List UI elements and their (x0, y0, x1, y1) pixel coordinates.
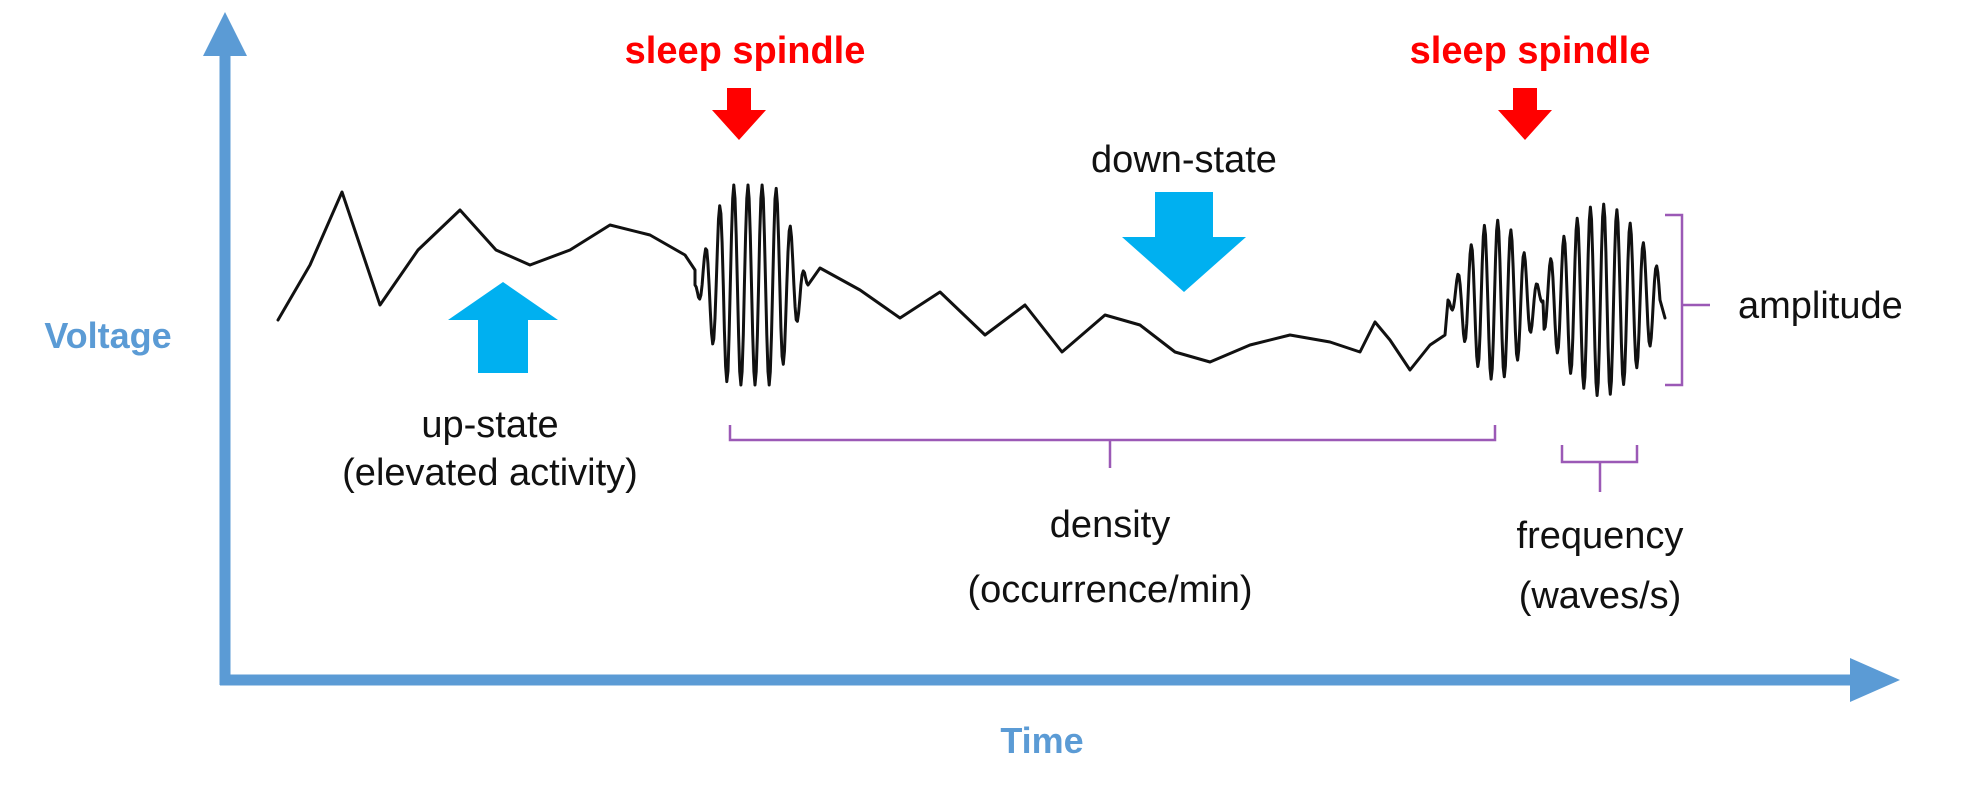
eeg-signal-trace (276, 183, 1667, 397)
density-label-line1: density (1050, 504, 1170, 546)
spindle-label-1: sleep spindle (625, 30, 866, 72)
amplitude-bracket (1665, 213, 1710, 387)
up-state-arrow (448, 282, 558, 373)
amplitude-label: amplitude (1738, 285, 1903, 327)
density-bracket (728, 425, 1497, 468)
up-state-label-line1: up-state (421, 404, 558, 446)
density-label-line2: (occurrence/min) (967, 569, 1252, 611)
frequency-bracket (1560, 445, 1639, 492)
y-axis-arrowhead (203, 12, 247, 56)
down-state-label: down-state (1091, 139, 1277, 181)
frequency-label-line2: (waves/s) (1519, 575, 1682, 617)
y-axis-label: Voltage (44, 315, 171, 356)
frequency-label-line1: frequency (1517, 515, 1684, 557)
spindle-arrow-2 (1498, 88, 1552, 140)
up-state-label-line2: (elevated activity) (342, 452, 638, 494)
axes (203, 12, 1900, 702)
spindle-arrow-1 (712, 88, 766, 140)
spindle-label-2: sleep spindle (1410, 30, 1651, 72)
x-axis-arrowhead (1850, 658, 1900, 702)
x-axis-label: Time (1000, 720, 1083, 761)
down-state-arrow (1122, 192, 1246, 292)
